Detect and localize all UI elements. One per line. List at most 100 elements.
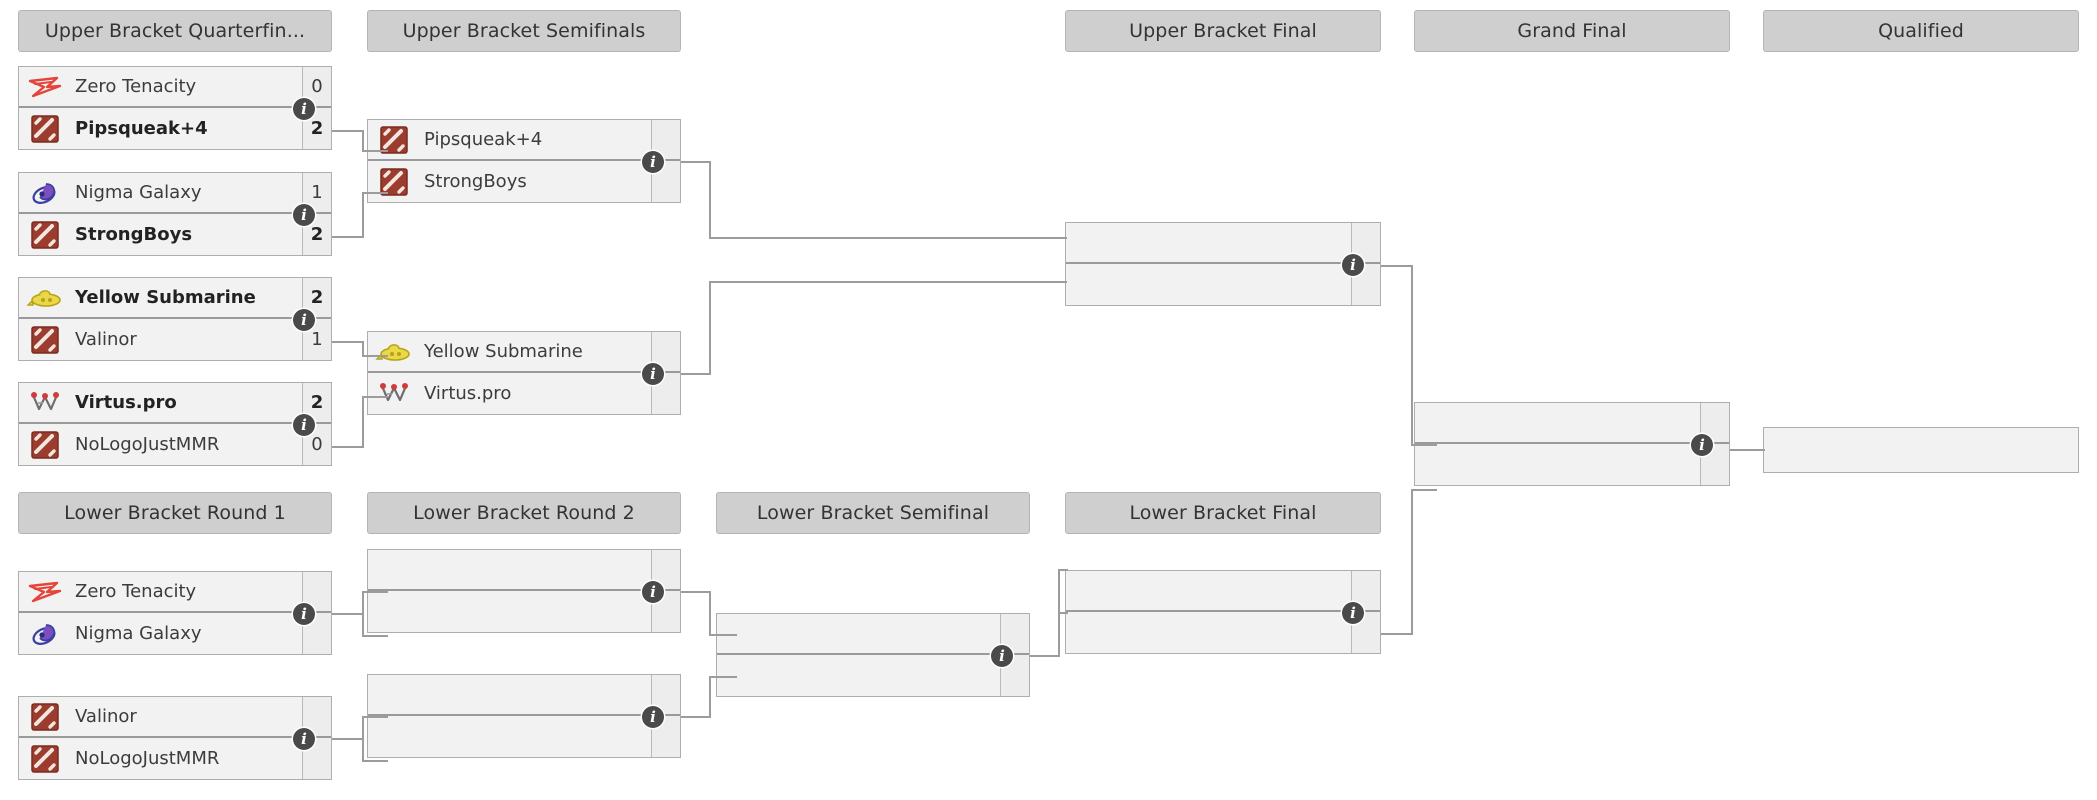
match-lb-round1-1[interactable]: Zero Tenacity Nigma Galaxy i [18, 571, 332, 655]
match-row-top[interactable] [1066, 223, 1380, 264]
match-row-top[interactable]: Valinor [19, 697, 331, 738]
match-ub-quarterfinal-3[interactable]: Yellow Submarine 2 Valinor 1 i [18, 277, 332, 361]
team-name: StrongBoys [424, 171, 527, 192]
match-row-top[interactable]: Yellow Submarine [368, 332, 680, 373]
match-row-top[interactable]: Nigma Galaxy 1 [19, 173, 331, 214]
match-row-top[interactable] [1415, 403, 1729, 444]
match-row-bottom[interactable] [368, 716, 680, 757]
match-info-icon[interactable]: i [293, 204, 315, 226]
match-grand-final[interactable]: i [1414, 402, 1730, 486]
connector [709, 676, 711, 718]
connector [1058, 569, 1068, 571]
match-row-top[interactable] [1764, 428, 2078, 472]
match-info-icon[interactable]: i [991, 645, 1013, 667]
connector [709, 161, 711, 239]
team-name: Yellow Submarine [424, 341, 583, 362]
round-header-grand-final[interactable]: Grand Final [1414, 10, 1730, 52]
connector [362, 591, 364, 615]
round-header-lb-round2[interactable]: Lower Bracket Round 2 [367, 492, 681, 534]
match-info-icon[interactable]: i [642, 706, 664, 728]
round-header-lb-round1[interactable]: Lower Bracket Round 1 [18, 492, 332, 534]
virtus-pro-logo-icon [25, 388, 65, 418]
match-info-icon[interactable]: i [1342, 602, 1364, 624]
match-info-icon[interactable]: i [293, 309, 315, 331]
match-row-bottom[interactable] [717, 655, 1029, 696]
connector [362, 635, 388, 637]
match-ub-quarterfinal-1[interactable]: Zero Tenacity 0 Pipsqueak+4 2 i [18, 66, 332, 150]
match-lb-round2-1[interactable]: i [367, 549, 681, 633]
team-logo-placeholder-icon [1072, 618, 1112, 648]
team-logo-placeholder-icon [374, 722, 414, 752]
match-row-bottom[interactable]: Virtus.pro [368, 373, 680, 414]
match-info-icon[interactable]: i [1691, 434, 1713, 456]
team-logo-placeholder-icon [374, 555, 414, 585]
match-row-bottom[interactable] [1066, 264, 1380, 305]
connector [332, 738, 364, 740]
team-name: Valinor [75, 329, 137, 350]
match-lb-round1-2[interactable]: Valinor NoLogoJustMMR i [18, 696, 332, 780]
connector [362, 150, 388, 152]
team-logo-placeholder-icon [374, 597, 414, 627]
match-info-icon[interactable]: i [642, 363, 664, 385]
match-ub-final[interactable]: i [1065, 222, 1381, 306]
yellow-submarine-logo-icon [374, 337, 414, 367]
dota-generic-logo-icon [25, 430, 65, 460]
match-row-bottom[interactable] [368, 591, 680, 632]
connector [709, 281, 1067, 283]
match-ub-quarterfinal-4[interactable]: Virtus.pro 2 NoLogoJustMMR 0 i [18, 382, 332, 466]
match-info-icon[interactable]: i [642, 151, 664, 173]
match-info-icon[interactable]: i [293, 603, 315, 625]
match-ub-quarterfinal-2[interactable]: Nigma Galaxy 1 StrongBoys 2 i [18, 172, 332, 256]
team-name: Virtus.pro [75, 392, 177, 413]
round-header-ub-final[interactable]: Upper Bracket Final [1065, 10, 1381, 52]
match-row-top[interactable]: Pipsqueak+4 [368, 120, 680, 161]
match-row-bottom[interactable]: NoLogoJustMMR [19, 738, 331, 779]
match-row-bottom[interactable]: StrongBoys 2 [19, 214, 331, 255]
team-logo-placeholder-icon [374, 680, 414, 710]
team-name: Virtus.pro [424, 383, 512, 404]
match-row-bottom[interactable]: StrongBoys [368, 161, 680, 202]
connector [1058, 612, 1060, 657]
round-header-qualified[interactable]: Qualified [1763, 10, 2079, 52]
match-info-icon[interactable]: i [293, 98, 315, 120]
nigma-galaxy-logo-icon [25, 619, 65, 649]
match-ub-semifinal-2[interactable]: Yellow Submarine Virtus.pro i [367, 331, 681, 415]
match-row-top[interactable]: Zero Tenacity [19, 572, 331, 613]
round-header-ub-semifinals[interactable]: Upper Bracket Semifinals [367, 10, 681, 52]
match-info-icon[interactable]: i [293, 414, 315, 436]
match-ub-semifinal-1[interactable]: Pipsqueak+4 StrongBoys i [367, 119, 681, 203]
zero-tenacity-logo-icon [25, 72, 65, 102]
qualified-slot[interactable] [1763, 427, 2079, 473]
team-logo-placeholder-icon [1072, 270, 1112, 300]
match-lb-semifinal[interactable]: i [716, 613, 1030, 697]
match-info-icon[interactable]: i [1342, 254, 1364, 276]
match-info-icon[interactable]: i [642, 581, 664, 603]
match-row-top[interactable] [717, 614, 1029, 655]
connector [332, 236, 364, 238]
round-header-lb-semifinal[interactable]: Lower Bracket Semifinal [716, 492, 1030, 534]
team-name: Zero Tenacity [75, 581, 197, 602]
match-row-top[interactable]: Yellow Submarine 2 [19, 278, 331, 319]
match-row-bottom[interactable]: Valinor 1 [19, 319, 331, 360]
connector [709, 237, 1067, 239]
team-name: Nigma Galaxy [75, 623, 202, 644]
round-header-lb-final[interactable]: Lower Bracket Final [1065, 492, 1381, 534]
match-row-bottom[interactable]: Pipsqueak+4 2 [19, 108, 331, 149]
match-lb-round2-2[interactable]: i [367, 674, 681, 758]
match-row-bottom[interactable] [1415, 444, 1729, 485]
connector [362, 396, 388, 398]
match-row-top[interactable] [1066, 571, 1380, 612]
match-row-top[interactable] [368, 675, 680, 716]
match-row-bottom[interactable]: NoLogoJustMMR 0 [19, 424, 331, 465]
match-row-bottom[interactable]: Nigma Galaxy [19, 613, 331, 654]
round-header-ub-quarterfinals[interactable]: Upper Bracket Quarterfin... [18, 10, 332, 52]
match-lb-final[interactable]: i [1065, 570, 1381, 654]
match-row-top[interactable]: Zero Tenacity 0 [19, 67, 331, 108]
match-row-top[interactable]: Virtus.pro 2 [19, 383, 331, 424]
team-score: 1 [302, 173, 331, 212]
connector [362, 341, 364, 356]
match-info-icon[interactable]: i [293, 728, 315, 750]
match-row-bottom[interactable] [1066, 612, 1380, 653]
match-row-top[interactable] [368, 550, 680, 591]
dota-generic-logo-icon [374, 167, 414, 197]
